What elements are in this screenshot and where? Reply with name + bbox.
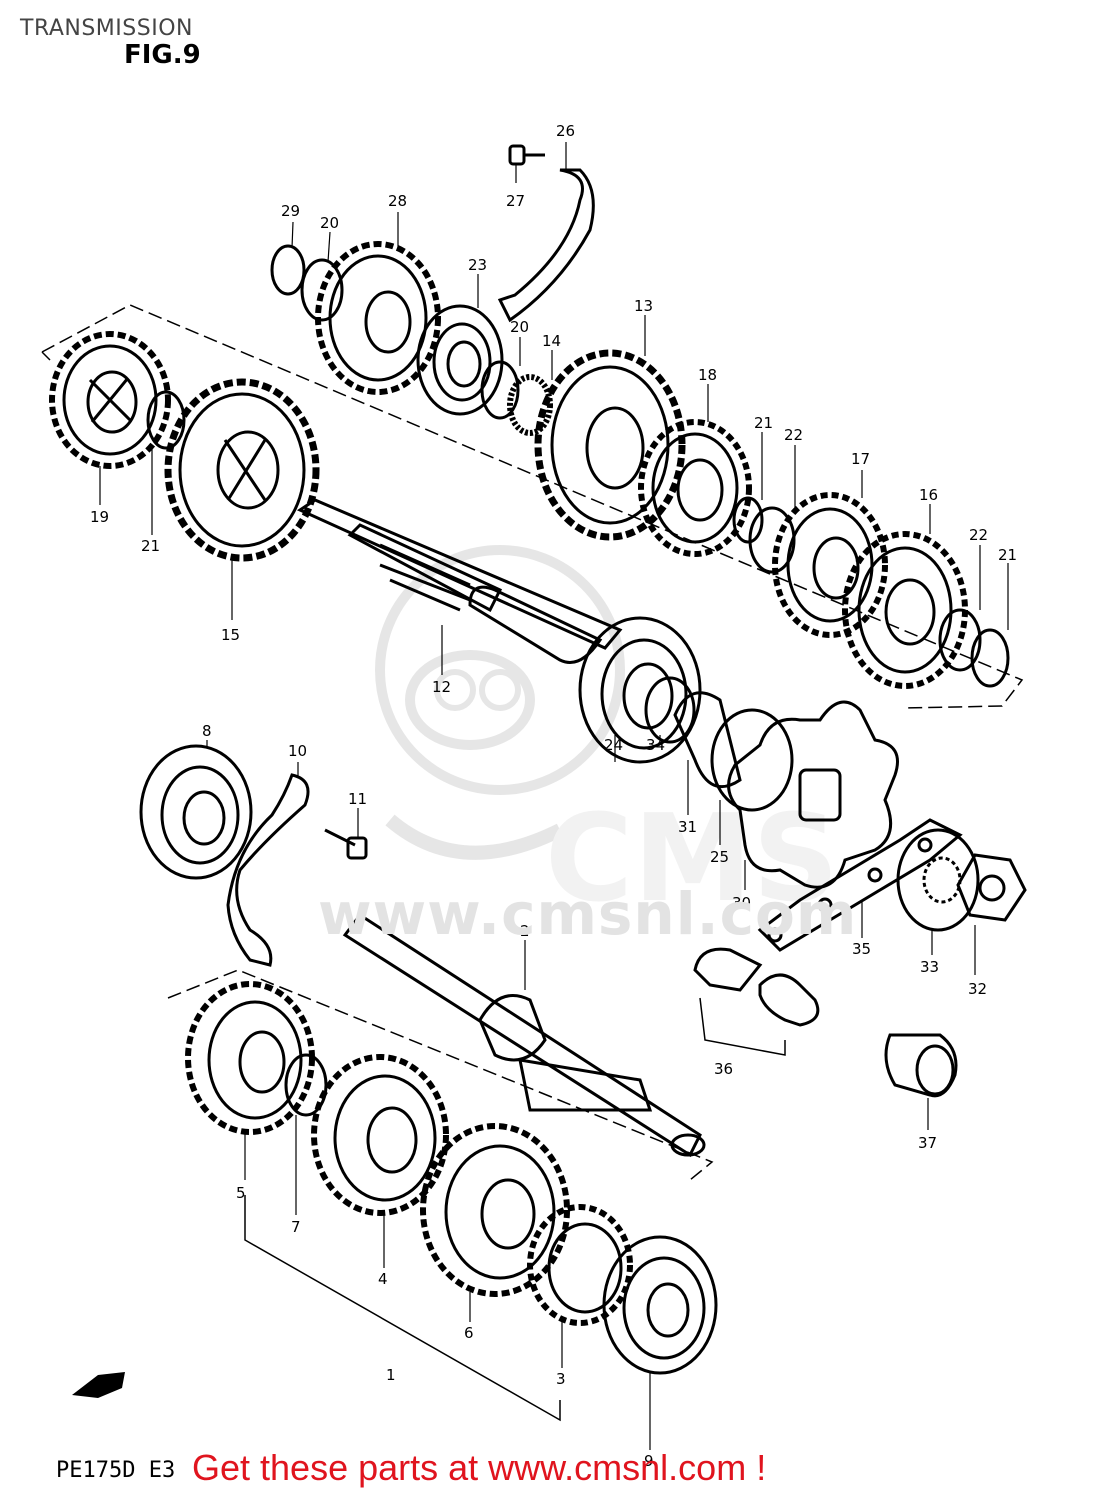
callout-18: 18 — [698, 366, 717, 384]
callout-11: 11 — [348, 790, 367, 808]
countershaft-12 — [296, 498, 623, 664]
callout-20: 20 — [320, 214, 339, 232]
callout-21: 21 — [754, 414, 773, 432]
lock-washer-33 — [896, 828, 980, 932]
front-direction-arrow-icon — [72, 1372, 125, 1398]
spacer-31 — [673, 691, 742, 789]
gear-18 — [638, 419, 752, 557]
page-title: TRANSMISSION — [20, 16, 193, 41]
callout-3: 3 — [556, 1370, 566, 1388]
callout-26: 26 — [556, 122, 575, 140]
screw-11 — [324, 828, 368, 860]
callout-14: 14 — [542, 332, 561, 350]
washer-22-mid — [748, 506, 796, 574]
callout-30: 30 — [732, 894, 751, 912]
watermark-text: www.cmsnl.com — [318, 880, 858, 948]
callout-5: 5 — [236, 1184, 246, 1202]
callout-22: 22 — [784, 426, 803, 444]
bearing-24 — [578, 616, 702, 764]
countershaft-group-frame — [41, 304, 1024, 709]
callout-24: 24 — [604, 736, 623, 754]
model-code: PE175D E3 — [56, 1458, 176, 1483]
callout-4: 4 — [378, 1270, 388, 1288]
callout-2: 2 — [520, 922, 530, 940]
callout-9: 9 — [644, 1452, 654, 1470]
circlip-21-mid — [732, 496, 764, 544]
gear-6 — [420, 1123, 570, 1297]
circlip-29 — [270, 244, 306, 296]
driveshaft-2 — [342, 912, 706, 1158]
callout-19: 19 — [90, 508, 109, 526]
circlip-21-right — [970, 628, 1010, 688]
driveshaft-group-frame — [167, 969, 714, 1181]
needle-bearing-14 — [507, 374, 553, 436]
callout-labels: 29 20 28 27 26 23 20 14 13 18 21 22 17 1… — [90, 122, 1017, 1470]
callout-21: 21 — [998, 546, 1017, 564]
callout-17: 17 — [851, 450, 870, 468]
callout-29: 29 — [281, 202, 300, 220]
callout-7: 7 — [291, 1218, 301, 1236]
callout-13: 13 — [634, 297, 653, 315]
callout-33: 33 — [920, 958, 939, 976]
figure-number: FIG.9 — [124, 40, 201, 70]
bearing-retainer-10 — [226, 773, 310, 967]
gear-13 — [534, 349, 686, 541]
callout-8: 8 — [202, 722, 212, 740]
callout-15: 15 — [221, 626, 240, 644]
callout-16: 16 — [919, 486, 938, 504]
gear-17 — [772, 492, 888, 638]
bearing-23 — [416, 304, 504, 416]
callout-31: 31 — [678, 818, 697, 836]
callout-21: 21 — [141, 537, 160, 555]
callout-22: 22 — [969, 526, 988, 544]
callout-35: 35 — [852, 940, 871, 958]
washer-20-upper — [300, 258, 344, 322]
bolt-27 — [508, 144, 545, 166]
bearing-8 — [139, 744, 253, 880]
callout-36: 36 — [714, 1060, 733, 1078]
retainer-plate-26 — [497, 168, 595, 323]
callout-23: 23 — [468, 256, 487, 274]
drive-chain-35 — [757, 818, 963, 952]
callout-34: 34 — [646, 736, 665, 754]
callout-28: 28 — [388, 192, 407, 210]
callout-37: 37 — [918, 1134, 937, 1152]
callout-32: 32 — [968, 980, 987, 998]
group-bracket-1 — [244, 1195, 561, 1422]
callout-10: 10 — [288, 742, 307, 760]
oil-seal-25 — [710, 708, 794, 812]
o-ring-34 — [644, 676, 696, 744]
callout-12: 12 — [432, 678, 451, 696]
gear-19 — [49, 331, 171, 469]
callout-25: 25 — [710, 848, 729, 866]
washer-22-right — [938, 608, 982, 672]
callout-6: 6 — [464, 1324, 474, 1342]
promo-link-text[interactable]: Get these parts at www.cmsnl.com ! — [192, 1447, 767, 1488]
bushing-37 — [884, 1033, 958, 1098]
gear-4 — [311, 1054, 449, 1216]
callout-20: 20 — [510, 318, 529, 336]
washer-20-middle — [480, 360, 520, 420]
leader-lines — [99, 142, 1009, 1450]
circlip-21-left — [146, 390, 186, 450]
gear-5 — [185, 981, 315, 1135]
callout-27: 27 — [506, 192, 525, 210]
gear-3 — [527, 1204, 633, 1326]
chain-joint-36 — [693, 947, 820, 1056]
bearing-9 — [602, 1235, 718, 1375]
gear-15 — [164, 378, 320, 562]
nut-32 — [956, 853, 1027, 922]
callout-1: 1 — [386, 1366, 396, 1384]
